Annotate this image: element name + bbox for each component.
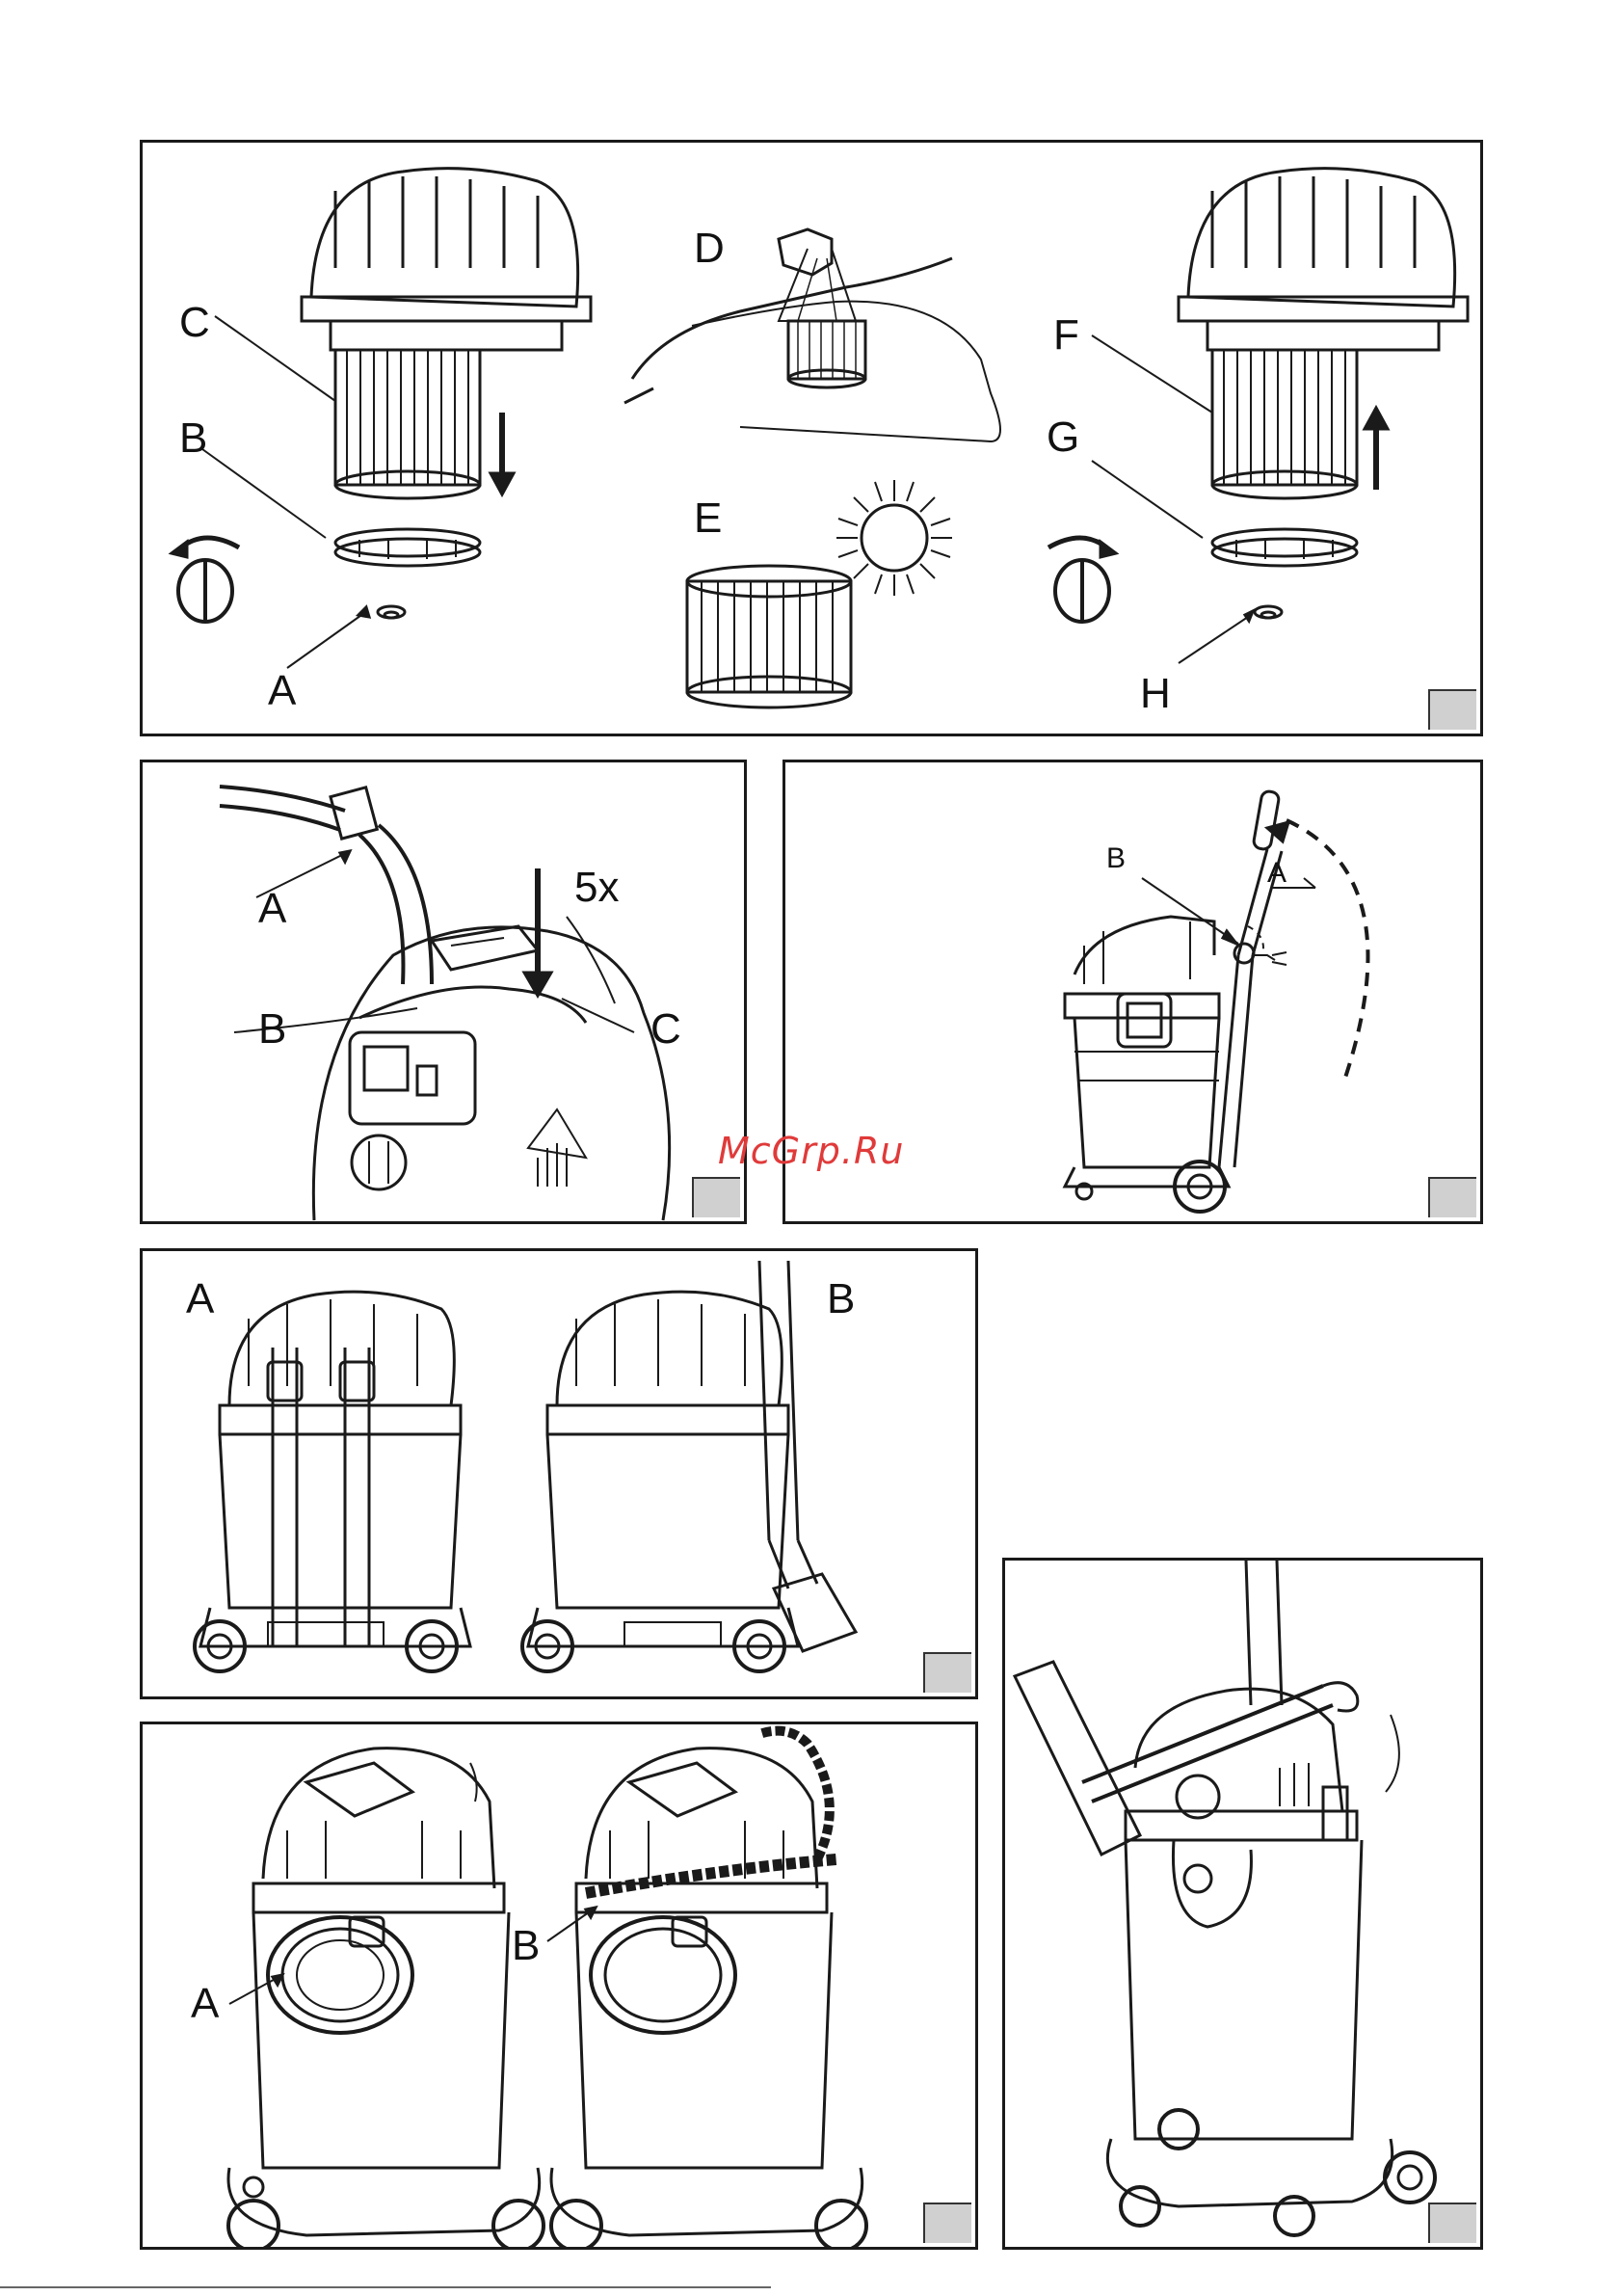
- label-b: B: [512, 1925, 540, 1967]
- label-g: G: [1047, 416, 1079, 459]
- figure-number-box: [923, 2203, 971, 2243]
- figure-number-box: [692, 1177, 740, 1217]
- figure-number-box: [1428, 689, 1476, 730]
- label-a: A: [268, 670, 296, 712]
- label-e: E: [694, 497, 722, 540]
- label-b: B: [827, 1278, 855, 1321]
- label-a: A: [258, 888, 286, 930]
- label-c: C: [650, 1008, 681, 1051]
- storage-illustration: [143, 1724, 978, 2250]
- figure-number-box: [923, 1652, 971, 1693]
- label-a: A: [1267, 859, 1286, 888]
- watermark-text: McGrp.Ru: [718, 1130, 904, 1172]
- figure-number-box: [1428, 2203, 1476, 2243]
- accessories-illustration: [1005, 1561, 1483, 2250]
- label-b: B: [1106, 844, 1126, 873]
- label-b: B: [258, 1008, 286, 1051]
- figure-panel-hose: A B C 5x: [140, 760, 747, 1224]
- label-h: H: [1140, 673, 1171, 715]
- figure-panel-storage: A B: [140, 1722, 978, 2250]
- label-c: C: [179, 302, 210, 344]
- label-b: B: [179, 417, 207, 460]
- figure-number-box: [1428, 1177, 1476, 1217]
- hose-illustration: [143, 762, 747, 1224]
- label-a: A: [186, 1278, 214, 1321]
- figure-panel-accessories: [1002, 1558, 1483, 2250]
- label-f: F: [1053, 314, 1079, 357]
- label-d: D: [694, 227, 725, 270]
- filter-illustration: [143, 143, 1483, 736]
- press-count: 5x: [574, 867, 619, 909]
- figure-panel-filter: C B A D E F G H: [140, 140, 1483, 736]
- figure-panel-rear-view: A B: [140, 1248, 978, 1699]
- label-a: A: [191, 1983, 219, 2025]
- footer-rule: [0, 2286, 771, 2288]
